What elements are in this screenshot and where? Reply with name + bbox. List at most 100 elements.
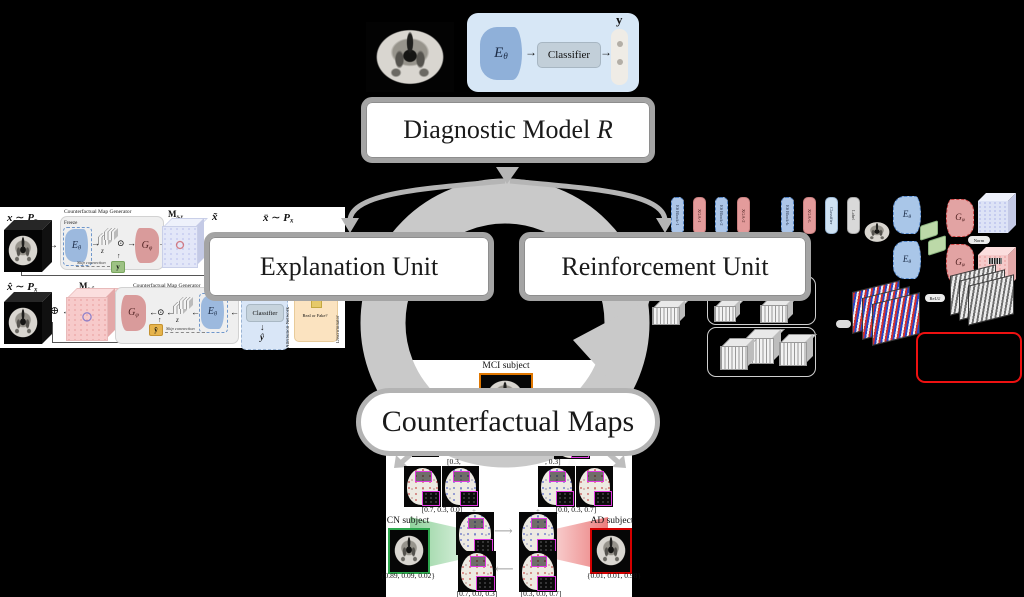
arrow-icon: ← (191, 307, 200, 317)
prob-label: [0.3, 0.0, 0.7] (520, 589, 562, 597)
freeze-label: Freeze (64, 221, 78, 226)
split-wedge (496, 167, 519, 184)
arrowhead-left (341, 218, 359, 233)
skip-connection-label: Skip connection (166, 326, 195, 331)
cf-brain-red (576, 466, 613, 507)
small-pill (836, 320, 851, 328)
map-cube-blue (978, 193, 1016, 233)
counterfactual-maps-title: Counterfactual Maps (381, 405, 635, 438)
norm-pill: Norm (968, 236, 990, 244)
connector-line (21, 269, 22, 275)
arrow-icon: ← (149, 307, 158, 317)
diagnostic-model-box: Diagnostic Model R (361, 97, 655, 163)
input-brain-cube (4, 220, 54, 274)
arrow-icon: → (127, 238, 136, 248)
cf-brain-blue (538, 466, 575, 507)
red-highlight-box (916, 332, 1022, 383)
xbar-label: x̄ ∼ Px (263, 212, 294, 225)
counterfactual-maps-box: Counterfactual Maps (356, 388, 660, 456)
diagnostic-model-title: Diagnostic Model R (403, 115, 613, 144)
explanation-unit-box: Explanation Unit (204, 232, 494, 301)
plus-icon: + (472, 507, 476, 515)
cf-brain-blue (456, 512, 494, 555)
arrow-icon: → (48, 240, 58, 251)
classifier-bar: Classifier (825, 197, 838, 234)
prob-fragment: [0.3, (447, 457, 461, 466)
small-brain (864, 221, 890, 243)
oplus-icon: ⊕ (50, 305, 60, 317)
feature-cube (779, 334, 817, 366)
prob-label: [0.7, 0.3, 0.0] (421, 505, 463, 514)
cycle-arrowhead (573, 299, 650, 393)
generated-brain-cube (4, 292, 54, 346)
logit-dot (617, 59, 623, 65)
cmg-top-title: Counterfactual Map Generator (64, 209, 132, 215)
arrow-icon: ← (42, 306, 51, 316)
encoder-shape: Eθ (65, 229, 88, 262)
classifier-box: Classifier (246, 304, 284, 322)
cf-brain-red (458, 551, 496, 592)
cf-brain-blue (519, 512, 557, 555)
cf-brain-red (519, 551, 557, 592)
plus-icon: + (536, 507, 540, 515)
map-xy-label: Mx,y (168, 209, 183, 220)
generator-shape: Gφ (121, 295, 146, 331)
real-or-fake-label: Real or Fake? (302, 313, 328, 318)
encoder-shape: Eθ (893, 241, 921, 279)
label-bar: Label (847, 197, 860, 234)
counterfactual-map-cube-pink (66, 288, 119, 341)
odot-icon: ⊙ (117, 238, 125, 248)
arrow-to-explanation (347, 178, 506, 221)
feature-cube (760, 298, 797, 323)
arrow-up-icon: ↑ (158, 316, 162, 324)
xga-bar: XGA-L (803, 197, 816, 234)
brain-mri (8, 234, 38, 267)
yhat-label: ŷ (260, 332, 264, 342)
connector-line (52, 322, 53, 342)
connector-line (21, 275, 342, 276)
encoder-block-bar: Eθ Block-k (781, 197, 794, 234)
brain-mri (8, 306, 38, 339)
output-y-label: y (616, 12, 623, 27)
arrow-icon: → (525, 45, 537, 59)
frozen-encoder-box (63, 227, 92, 266)
encoder-shape: Eθ (893, 196, 921, 234)
counterfactual-map-cube-blue (162, 218, 208, 268)
encoder-block-bar: Eθ Block-2 (715, 197, 728, 234)
ad-subject-label: AD subject (590, 516, 634, 526)
reinforcement-unit-title: Reinforcement Unit (561, 251, 769, 281)
cn-probabilities: {0.89, 0.09, 0.02} (380, 571, 436, 580)
arrowhead (612, 455, 626, 468)
arrow-icon: → (600, 45, 612, 59)
condition-y-box: y (111, 261, 125, 273)
encoder-shape: Eθ (201, 295, 224, 329)
target-ytilde-box: ỹ (149, 324, 163, 336)
arrow-down-icon: ↓ (260, 322, 265, 332)
arrow-icon: ← (166, 307, 175, 317)
arrow-icon: → (91, 238, 100, 248)
cn-subject-image (388, 528, 430, 574)
z-label: z (101, 247, 104, 255)
xga-bar: XGA-2 (737, 197, 750, 234)
arrow-right-icon: ⟶ (494, 523, 513, 538)
xtilde-label: x̃ (212, 211, 218, 223)
reinforcement-unit-box: Reinforcement Unit (519, 232, 811, 301)
prob-fragment: , 0.3] (545, 457, 561, 466)
generator-shape: Gφ (946, 199, 974, 237)
skip-connection-label: Skip connection (77, 260, 106, 265)
explanation-unit-title: Explanation Unit (259, 251, 439, 281)
arrowhead-right (656, 218, 674, 233)
hatch-mark (988, 258, 1002, 264)
latent-z-cube (179, 297, 193, 309)
generator-shape: Gφ (135, 228, 159, 263)
cf-brain-red (404, 466, 441, 507)
ad-probabilities: {0.01, 0.01, 0.98} (586, 571, 642, 580)
odot-icon: ⊙ (157, 307, 165, 317)
encoder-block-bar: Eθ Block-1 (671, 197, 684, 234)
arrowhead (394, 455, 408, 468)
feature-cube (652, 300, 689, 325)
relu-pill: ReLU (925, 294, 945, 302)
arrow-left-icon: ⟵ (495, 561, 514, 576)
skip-connection-line (76, 266, 110, 267)
